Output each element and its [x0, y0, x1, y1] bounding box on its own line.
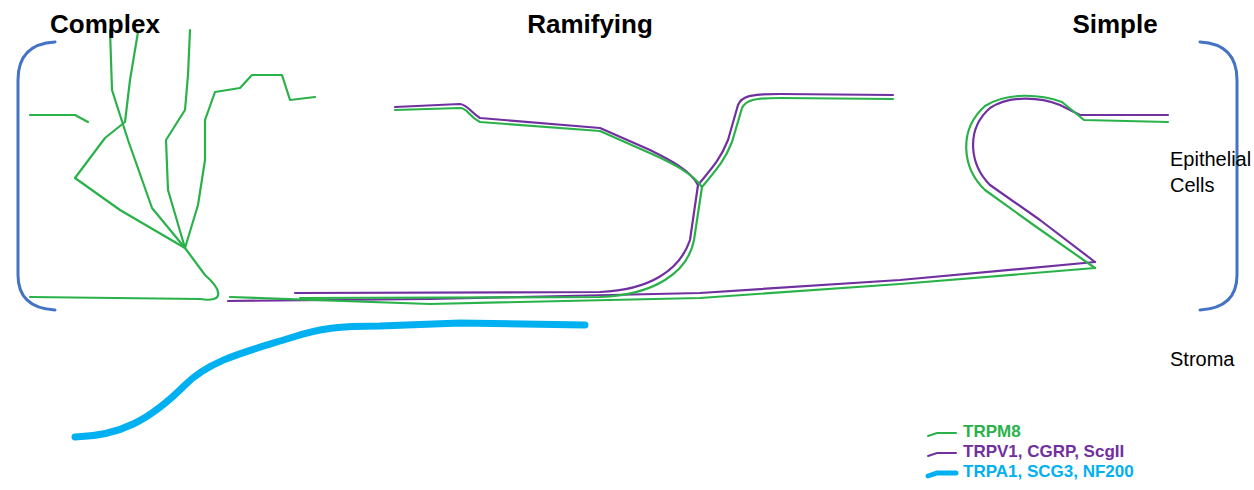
complex-branch	[30, 115, 88, 122]
column-heading: Ramifying	[510, 8, 670, 42]
legend-text: TRPA1, SCG3, NF200	[963, 462, 1134, 482]
stromal-fibre	[75, 323, 585, 437]
legend-sample	[925, 462, 959, 482]
legend-entry: TRPA1, SCG3, NF200	[925, 462, 1134, 482]
legend-line	[928, 473, 956, 476]
legend-text: TRPV1, CGRP, ScgII	[963, 442, 1124, 462]
simple-ending	[973, 99, 1168, 262]
column-heading: Simple	[1050, 8, 1180, 42]
layer-label: Epithelial Cells	[1170, 146, 1252, 198]
ramifying-ending	[300, 108, 702, 298]
layer-label: Stroma	[1170, 346, 1252, 372]
complex-branch	[110, 30, 185, 248]
legend-line	[928, 453, 956, 456]
legend-entry: TRPM8	[925, 422, 1021, 442]
legend-entry: TRPV1, CGRP, ScgII	[925, 442, 1124, 462]
bracket	[18, 42, 55, 310]
legend-sample	[925, 422, 959, 442]
legend-text: TRPM8	[963, 422, 1021, 442]
complex-branch	[166, 30, 190, 248]
ramifying-ending	[698, 94, 893, 185]
complex-branch	[185, 75, 315, 248]
column-heading: Complex	[35, 8, 175, 42]
ramifying-ending	[702, 98, 893, 187]
simple-ending	[966, 96, 1168, 268]
complex-trunk	[30, 248, 218, 300]
complex-branch	[75, 32, 185, 248]
legend-line	[928, 433, 956, 436]
ramifying-ending	[295, 104, 698, 293]
legend-sample	[925, 442, 959, 462]
